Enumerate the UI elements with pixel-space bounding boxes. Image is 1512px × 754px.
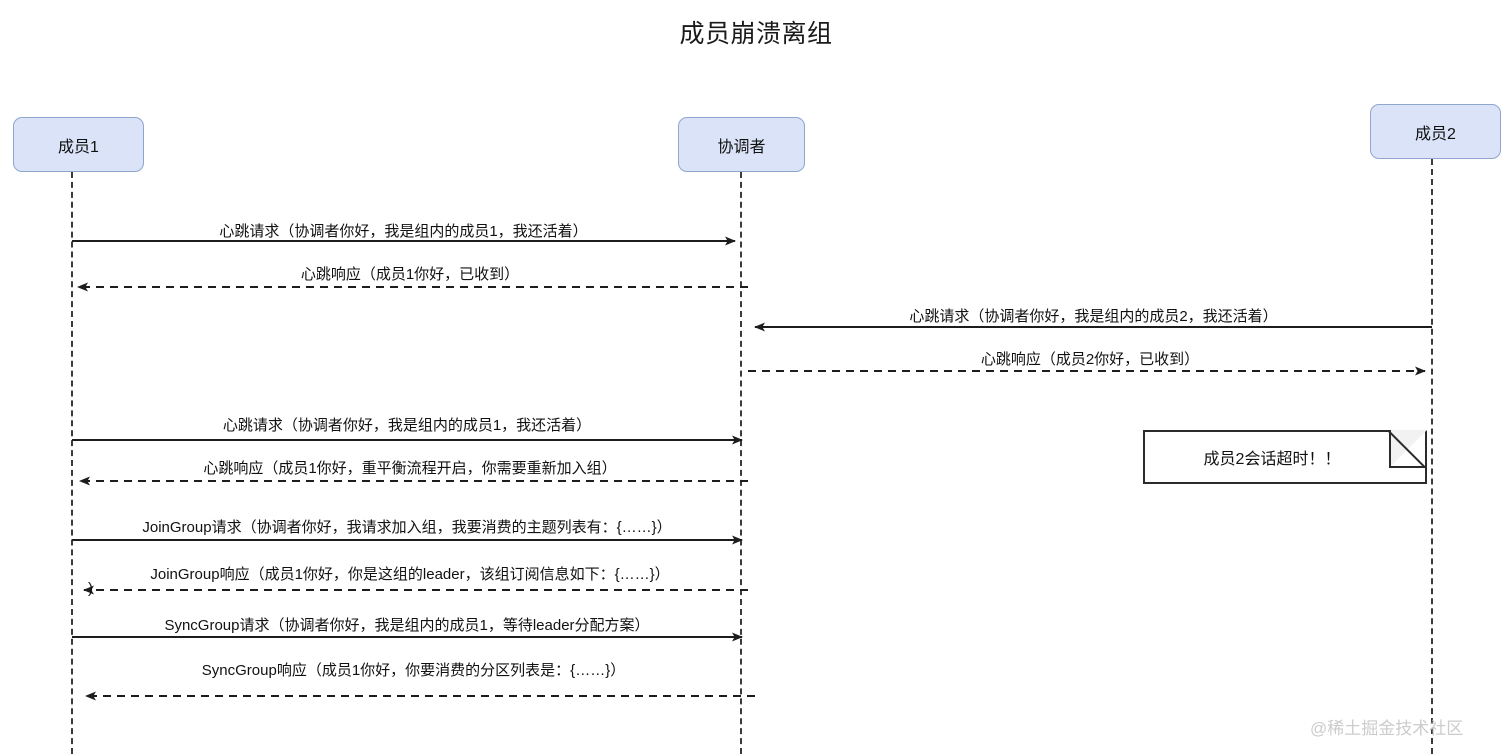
- message-label-9: SyncGroup请求（协调者你好，我是组内的成员1，等待leader分配方案）: [164, 617, 650, 634]
- participant-label: 协调者: [717, 138, 766, 156]
- message-label-4: 心跳响应（成员2你好，已收到）: [980, 351, 1200, 368]
- note-fold-edge: [1389, 430, 1391, 467]
- note-fold-corner: [1391, 430, 1427, 466]
- watermark: @稀土掘金技术社区: [1310, 719, 1464, 738]
- note-member2-timeout: 成员2会话超时！！: [1143, 430, 1427, 484]
- message-label-7: JoinGroup请求（协调者你好，我请求加入组，我要消费的主题列表有：{……}…: [142, 519, 672, 536]
- message-label-8: JoinGroup响应（成员1你好，你是这组的leader，该组订阅信息如下：{…: [150, 566, 670, 583]
- participant-label: 成员2: [1415, 125, 1456, 143]
- lifeline-member1: [71, 172, 73, 754]
- message-label-6: 心跳响应（成员1你好，重平衡流程开启，你需要重新加入组）: [203, 460, 617, 477]
- note-fold-bottom: [1389, 466, 1427, 468]
- stray-parenthesis-artifact: ): [88, 580, 93, 597]
- participant-label: 成员1: [58, 138, 99, 156]
- message-label-1: 心跳请求（协调者你好，我是组内的成员1，我还活着）: [219, 223, 588, 240]
- lifeline-member2: [1431, 159, 1433, 754]
- lifeline-coordinator: [740, 172, 742, 754]
- participant-coordinator[interactable]: 协调者: [678, 117, 805, 172]
- message-label-3: 心跳请求（协调者你好，我是组内的成员2，我还活着）: [909, 308, 1278, 325]
- participant-member1[interactable]: 成员1: [13, 117, 144, 172]
- page-title: 成员崩溃离组: [679, 20, 833, 48]
- message-label-2: 心跳响应（成员1你好，已收到）: [300, 266, 520, 283]
- message-label-5: 心跳请求（协调者你好，我是组内的成员1，我还活着）: [222, 417, 592, 434]
- message-label-10: SyncGroup响应（成员1你好，你要消费的分区列表是：{……}）: [201, 662, 626, 679]
- participant-member2[interactable]: 成员2: [1370, 104, 1501, 159]
- note-label: 成员2会话超时！！: [1203, 451, 1341, 468]
